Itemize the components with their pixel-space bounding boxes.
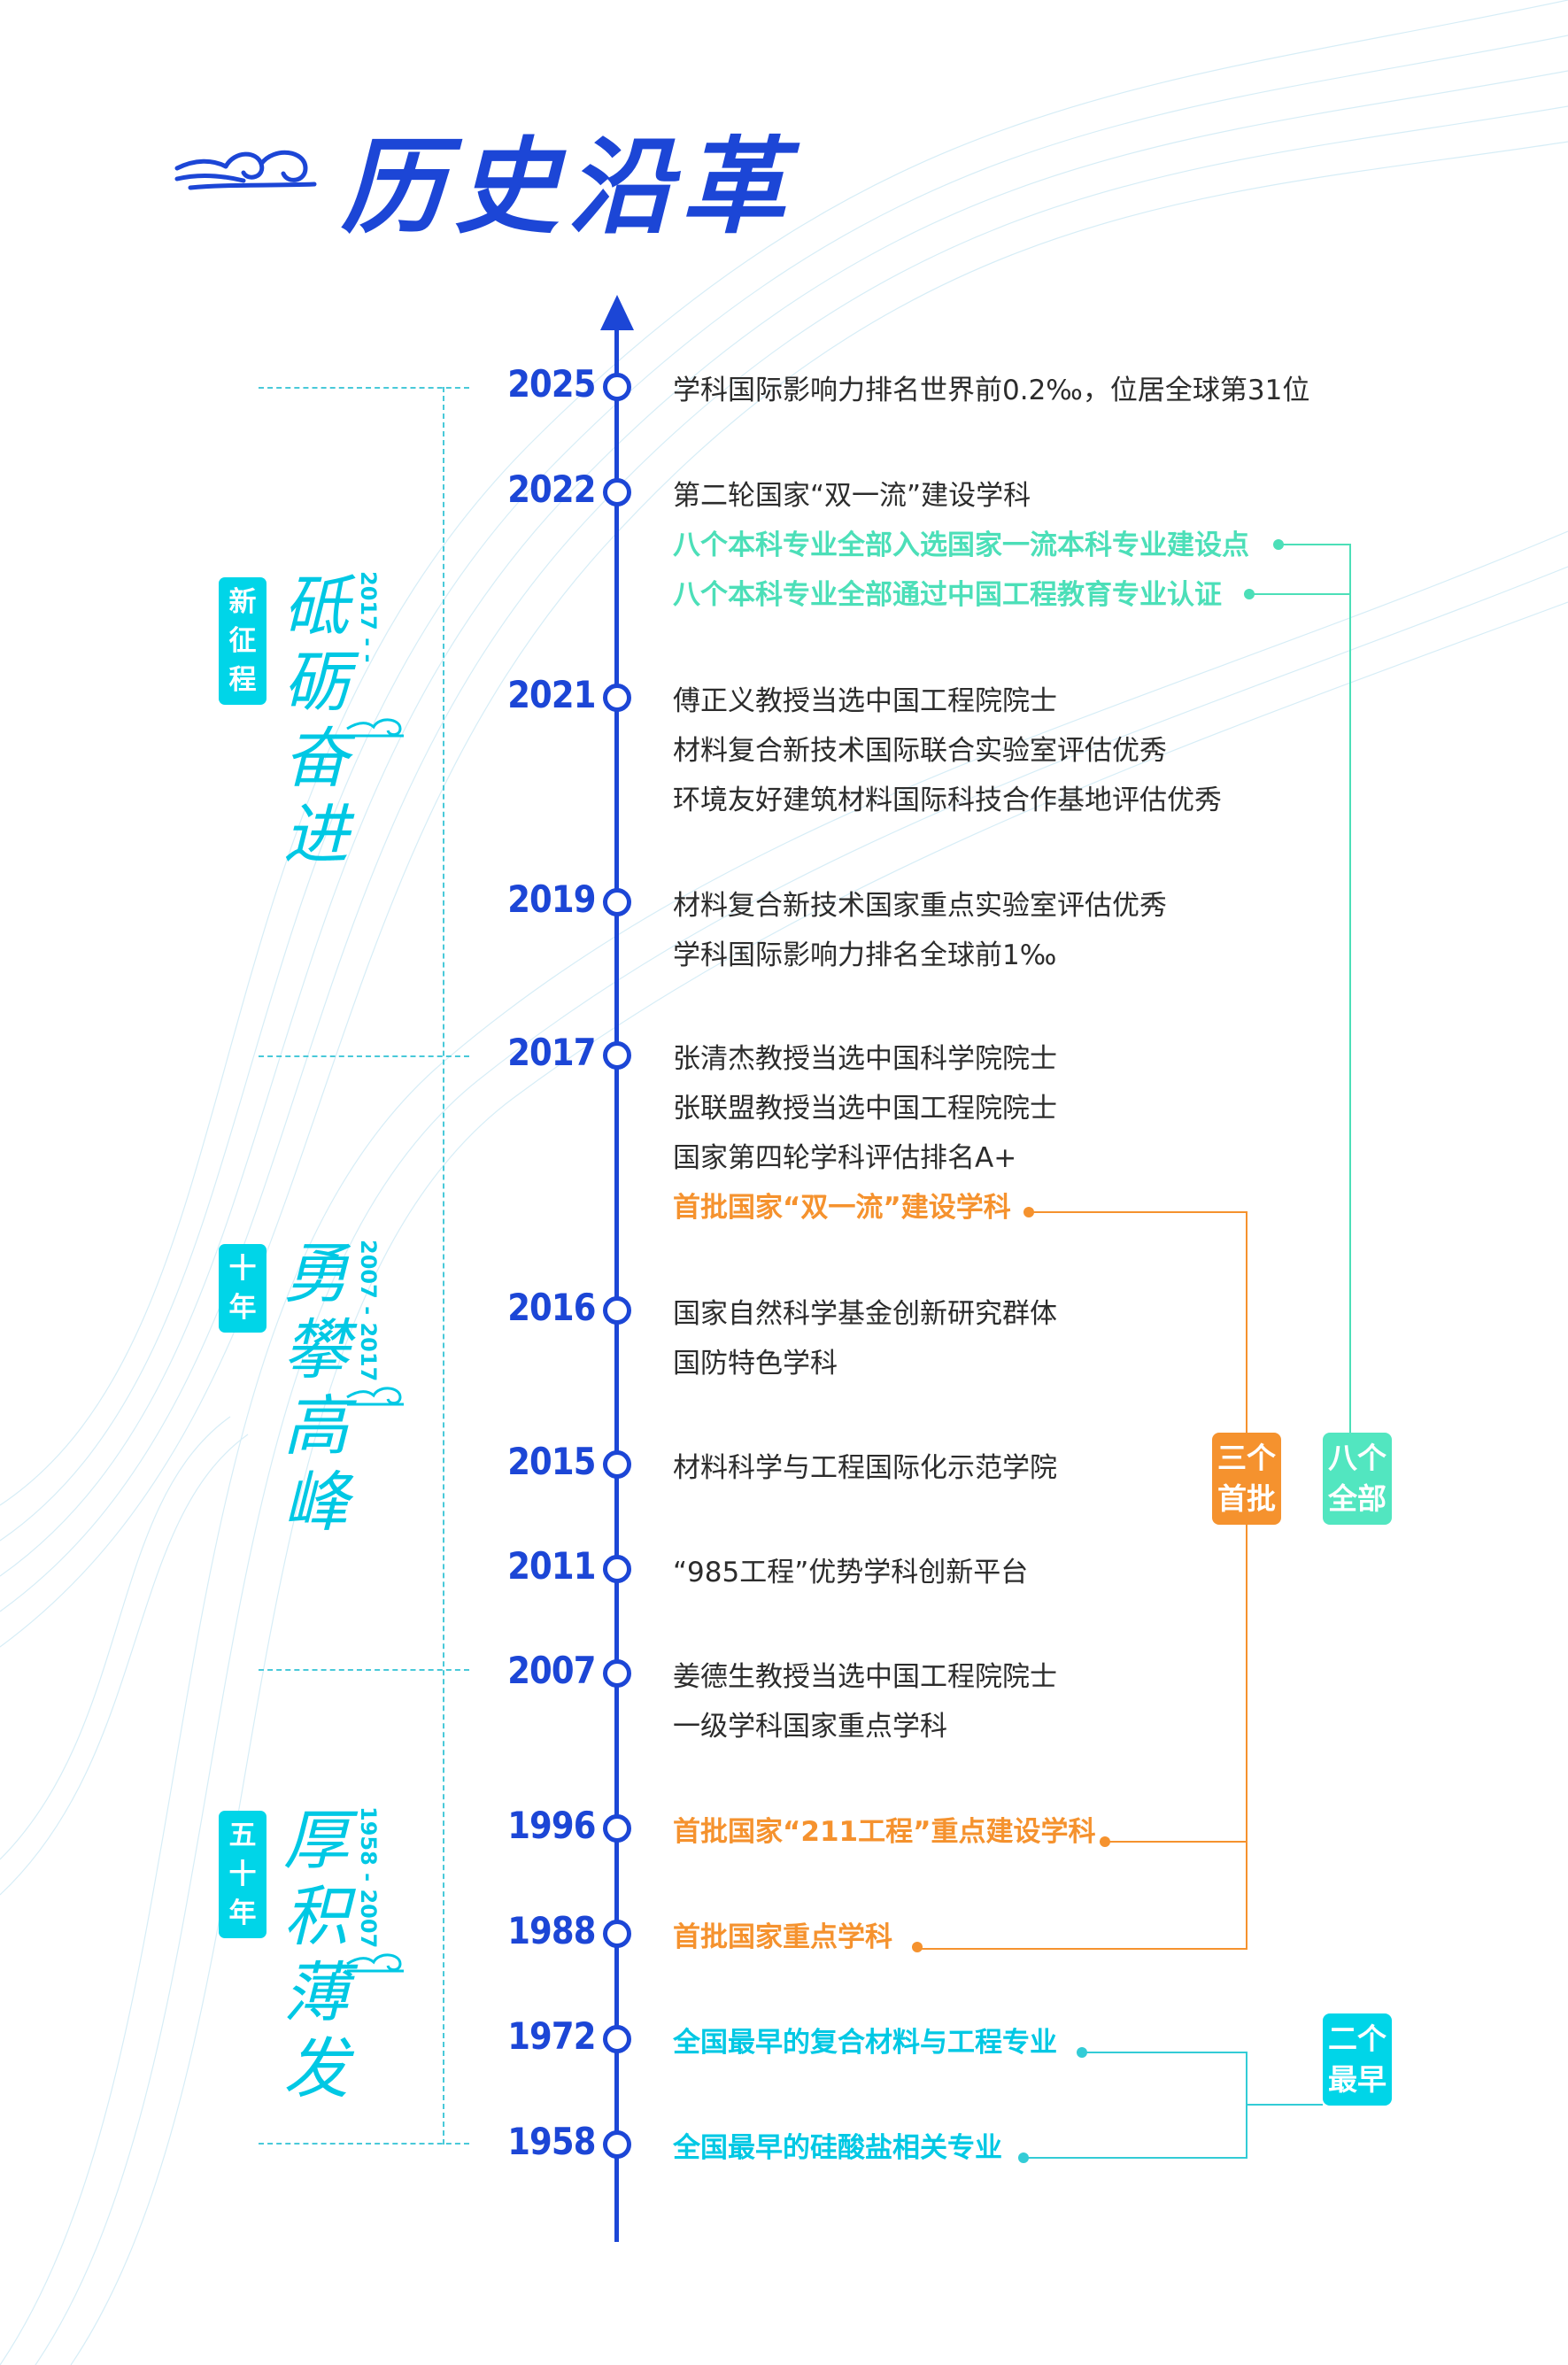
connector-line [1246,2052,1247,2159]
era-guide-2007 [259,1669,469,1671]
event-text: 国家自然科学基金创新研究群体 [673,1298,1057,1330]
timeline-node [603,1041,631,1070]
bracket-label-three-first: 三个首批 [1212,1433,1281,1525]
timeline-node [603,1814,631,1843]
event-text: 学科国际影响力排名世界前0.2‰，位居全球第31位 [673,375,1310,406]
era-guide-2025 [259,387,469,389]
era-motto-new: 砥砺奋进 [283,568,349,873]
era-motto-ten-years: 勇攀高峰 [283,1236,349,1541]
era-range-new: 2017 - - [356,571,381,663]
event-text-highlight: 八个本科专业全部入选国家一流本科专业建设点 [673,529,1249,561]
connector-dot [912,1942,923,1952]
connector-line [1246,1211,1247,1950]
event-text-highlight: 八个本科专业全部通过中国工程教育专业认证 [673,579,1222,611]
timeline-node [603,1450,631,1479]
year-label: 2019 [507,877,596,921]
event-text: 张清杰教授当选中国科学院院士 [673,1043,1057,1075]
year-label: 1996 [507,1804,596,1847]
event-text: 张联盟教授当选中国工程院院士 [673,1093,1057,1125]
year-label: 2017 [507,1031,596,1074]
cloud-swirl-icon [346,1387,404,1406]
connector-line [1105,1841,1247,1843]
year-label: 1988 [507,1909,596,1952]
timeline-node [603,1296,631,1325]
era-guide-1958 [259,2143,469,2145]
timeline-node [603,373,631,401]
event-text: 第二轮国家“双一流”建设学科 [673,480,1031,512]
year-label: 2016 [507,1286,596,1329]
event-text: 姜德生教授当选中国工程院院士 [673,1661,1057,1693]
year-label: 2011 [507,1544,596,1588]
year-label: 1958 [507,2120,596,2163]
connector-line [1082,2052,1247,2053]
event-text: 傅正义教授当选中国工程院院士 [673,685,1057,717]
bracket-label-two-earliest: 二个最早 [1323,2013,1392,2106]
event-text: 材料复合新技术国家重点实验室评估优秀 [673,890,1167,922]
event-text-highlight: 首批国家“双一流”建设学科 [673,1192,1011,1224]
timeline-node [603,1555,631,1583]
timeline-node [603,2025,631,2053]
event-text: 材料复合新技术国际联合实验室评估优秀 [673,735,1167,767]
timeline-node [603,1920,631,1948]
event-text: 国家第四轮学科评估排名A+ [673,1142,1017,1174]
era-guide-line [443,387,444,2145]
timeline-node [603,2130,631,2159]
year-label: 2021 [507,673,596,716]
event-text-highlight: 首批国家“211工程”重点建设学科 [673,1816,1096,1848]
timeline-node [603,1659,631,1688]
era-range-fifty-years: 1958 - 2007 [356,1806,381,1949]
event-text: 国防特色学科 [673,1348,838,1380]
event-text-highlight: 全国最早的复合材料与工程专业 [673,2027,1057,2059]
year-label: 2025 [507,362,596,406]
connector-line [1349,544,1351,1438]
cloud-swirl-icon [346,1953,404,1973]
connector-line [1023,2157,1247,2159]
event-text: 一级学科国家重点学科 [673,1711,947,1743]
year-label: 2007 [507,1649,596,1692]
event-text: 材料科学与工程国际化示范学院 [673,1452,1057,1484]
year-label: 2022 [507,468,596,511]
event-text: 环境友好建筑材料国际科技合作基地评估优秀 [673,784,1222,816]
era-range-ten-years: 2007 - 2017 [356,1240,381,1382]
era-label-fifty-years: 五十年 [219,1811,266,1938]
timeline-node [603,478,631,506]
bracket-label-eight-all: 八个全部 [1323,1433,1392,1525]
connector-line [1249,593,1351,595]
connector-line [1247,2104,1323,2106]
cloud-ornament-icon [174,150,317,190]
year-label: 2015 [507,1440,596,1483]
cloud-swirl-icon [346,718,404,738]
era-guide-2017 [259,1055,469,1057]
era-motto-fifty-years: 厚积薄发 [283,1803,349,2107]
connector-line [1278,544,1351,545]
event-text-highlight: 全国最早的硅酸盐相关专业 [673,2132,1002,2164]
timeline-axis [614,319,619,2242]
event-text-highlight: 首批国家重点学科 [673,1921,892,1953]
event-text: “985工程”优势学科创新平台 [673,1557,1029,1588]
connector-line [1029,1211,1247,1213]
timeline-node [603,888,631,916]
era-label-new: 新征程 [219,577,266,705]
page-title: 历史沿革 [341,125,795,248]
timeline-node [603,684,631,712]
era-label-ten-years: 十年 [219,1244,266,1333]
year-label: 1972 [507,2014,596,2058]
event-text: 学科国际影响力排名全球前1‰ [673,939,1057,971]
connector-line [917,1948,1247,1950]
